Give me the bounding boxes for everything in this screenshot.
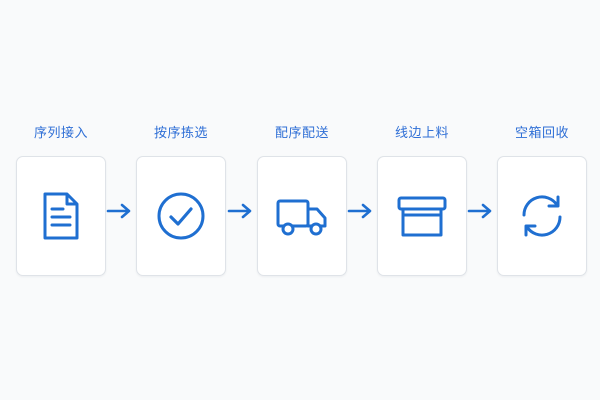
- step-label: 空箱回收: [514, 126, 569, 141]
- check-circle-icon: [157, 192, 205, 240]
- step-line-side-loading: 线边上料: [377, 125, 467, 277]
- step-card: [497, 156, 587, 276]
- step-label: 线边上料: [394, 126, 449, 141]
- arrow-right-icon: [467, 203, 493, 219]
- step-card: [257, 156, 347, 276]
- arrow-right-icon: [347, 203, 373, 219]
- arrow-right-icon: [106, 203, 132, 219]
- step-label: 按序拣选: [153, 126, 208, 141]
- step-sequenced-delivery: 配序配送: [257, 125, 347, 277]
- step-label: 序列接入: [33, 126, 88, 141]
- refresh-icon: [522, 195, 562, 237]
- step-sequenced-picking: 按序拣选: [136, 125, 226, 277]
- document-icon: [43, 192, 79, 240]
- step-card: [136, 156, 226, 276]
- arrow-right-icon: [227, 203, 253, 219]
- step-empty-box-return: 空箱回收: [497, 125, 587, 277]
- step-card: [16, 156, 106, 276]
- step-card: [377, 156, 467, 276]
- bin-icon: [397, 196, 447, 237]
- step-label: 配序配送: [274, 126, 329, 141]
- step-sequence-intake: 序列接入: [16, 125, 106, 277]
- truck-icon: [276, 199, 327, 236]
